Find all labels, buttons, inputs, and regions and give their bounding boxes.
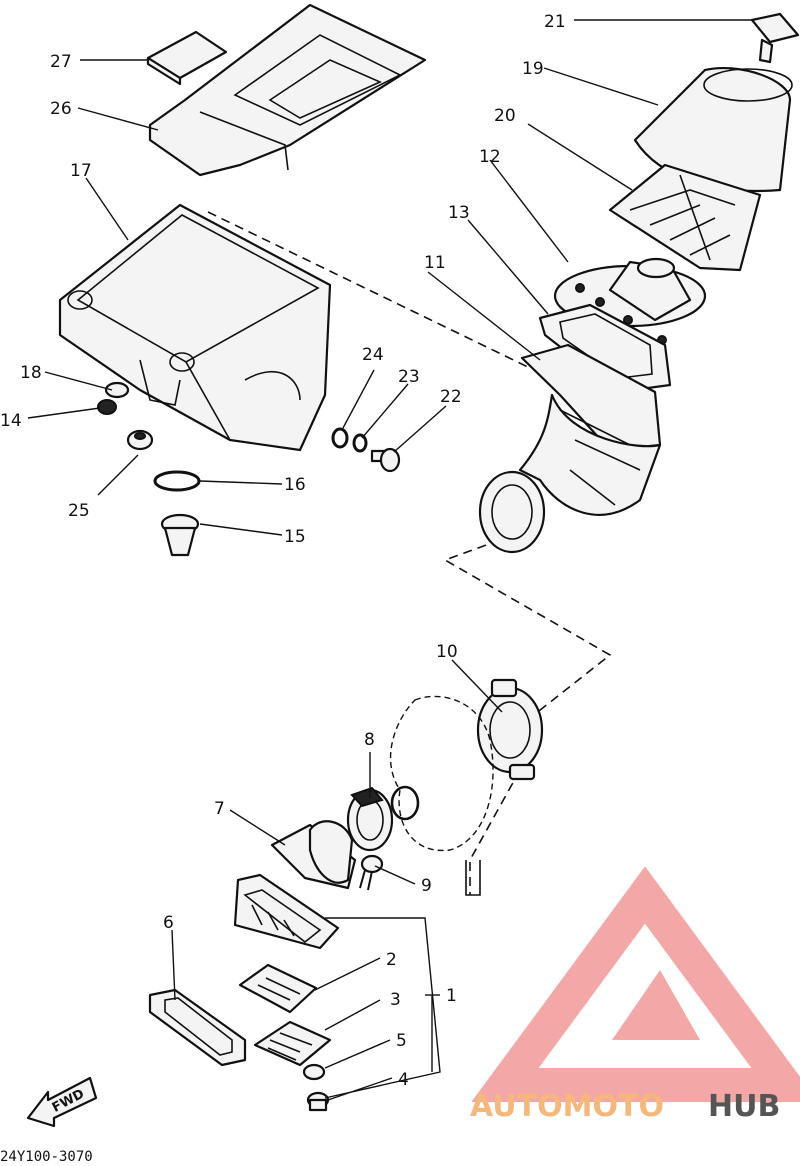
leader-lines (27, 19, 752, 1101)
part-9-screw (359, 854, 384, 891)
part-13-gasket (538, 303, 672, 394)
part-16-oring (153, 470, 201, 492)
part-20-filter-cage (608, 163, 762, 272)
callout-23: 23 (398, 367, 420, 387)
part-14-nut (97, 399, 117, 415)
part-21-top-bolt (750, 12, 800, 64)
callout-8: 8 (364, 730, 375, 750)
diagram-code: 24Y100-3070 (0, 1149, 93, 1165)
part-2-reed-petal (238, 963, 318, 1014)
callout-16: 16 (284, 475, 306, 495)
callout-13: 13 (448, 203, 470, 223)
callout-21: 21 (544, 12, 566, 32)
part-25-collar (126, 429, 154, 451)
part-18-grommet (104, 381, 130, 399)
callout-18: 18 (20, 363, 42, 383)
part-7-manifold (270, 820, 357, 890)
callout-11: 11 (424, 253, 446, 273)
part-19-cone-cover (633, 66, 793, 193)
part-10-clamp (476, 678, 544, 781)
callout-labels: 1 2 3 4 5 6 7 8 9 10 11 12 13 14 15 16 1… (0, 12, 566, 1090)
watermark-part1: AUTOMOTO (470, 1089, 664, 1124)
part-1-reed-block (233, 873, 340, 950)
watermark-text: AUTOMOTO HUB (470, 1089, 780, 1124)
part-22-bolt (370, 447, 401, 473)
callout-24: 24 (362, 345, 384, 365)
part-17-airbox (58, 203, 332, 452)
callout-22: 22 (440, 387, 462, 407)
part-3-reed-stopper (253, 1020, 332, 1067)
callout-14: 14 (0, 411, 22, 431)
callout-12: 12 (479, 147, 501, 167)
callout-27: 27 (50, 52, 72, 72)
callout-9: 9 (421, 876, 432, 896)
part-6-gasket (148, 988, 247, 1067)
watermark-logo (471, 866, 800, 1102)
part-23-washer (352, 433, 368, 453)
part-4-screw (306, 1091, 330, 1112)
engine-outline (389, 695, 494, 896)
callout-17: 17 (70, 161, 92, 181)
callout-7: 7 (214, 799, 225, 819)
callout-25: 25 (68, 501, 90, 521)
part-26-lid (148, 3, 427, 177)
part-11-intake-duct (478, 343, 662, 554)
callout-4: 4 (398, 1070, 409, 1090)
callout-5: 5 (396, 1031, 407, 1051)
fwd-arrow: FWD (26, 1076, 98, 1128)
assembly-lines (207, 211, 612, 895)
callout-6: 6 (163, 913, 174, 933)
callout-26: 26 (50, 99, 72, 119)
part-27-cover (146, 30, 228, 86)
part-15-drain-hose (160, 513, 200, 557)
callout-3: 3 (390, 990, 401, 1010)
callout-20: 20 (494, 106, 516, 126)
callout-2: 2 (386, 950, 397, 970)
callout-19: 19 (522, 59, 544, 79)
callout-15: 15 (284, 527, 306, 547)
part-24-washer (331, 427, 349, 449)
part-5-washer (302, 1063, 326, 1081)
watermark-part2: HUB (708, 1089, 780, 1124)
callout-1: 1 (446, 986, 457, 1006)
callout-10: 10 (436, 642, 458, 662)
